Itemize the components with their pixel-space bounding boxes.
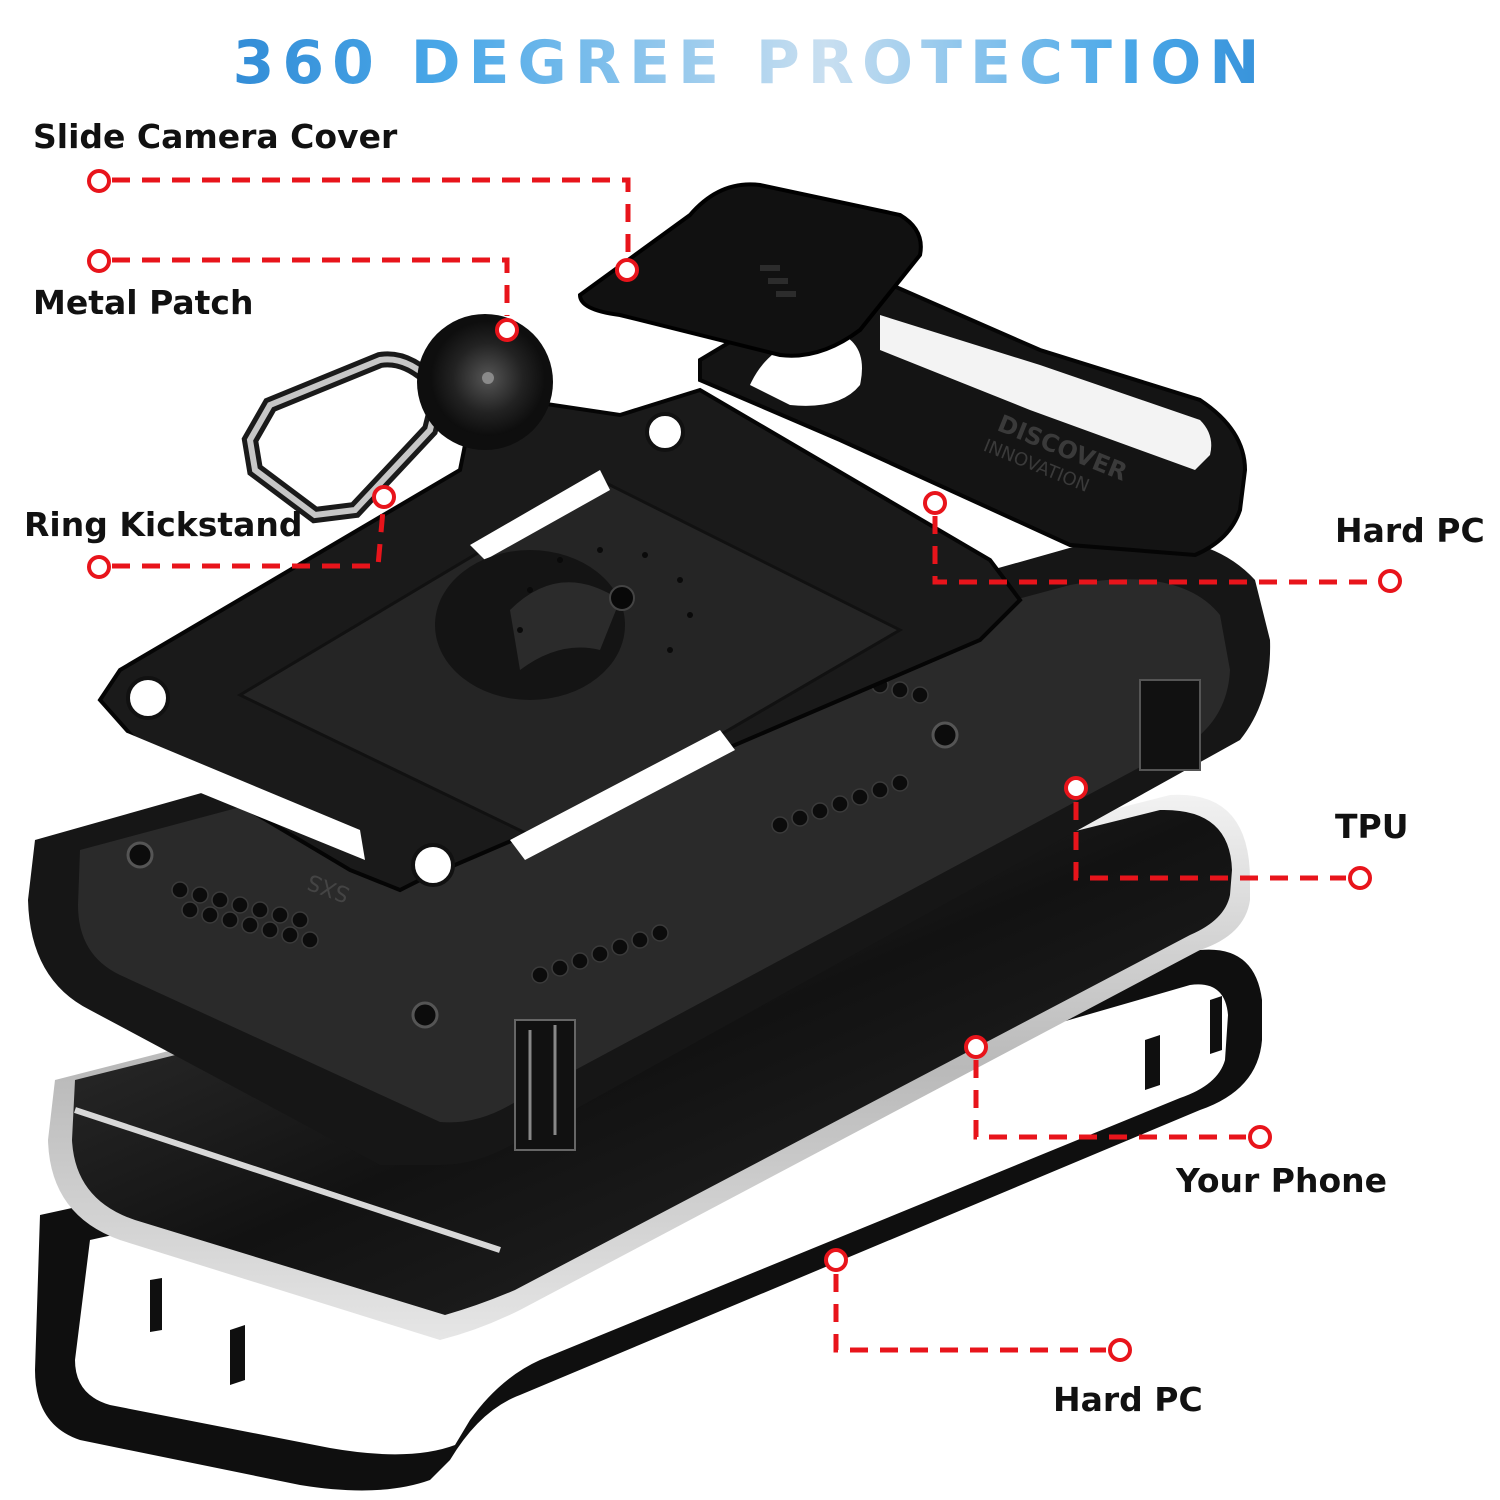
page-title: 360 DEGREE PROTECTION — [0, 28, 1500, 98]
label-hard-pc-top: Hard PC — [1335, 511, 1485, 550]
label-tpu: TPU — [1335, 807, 1409, 846]
callout-endpoints — [87, 169, 1402, 1362]
hard-pc-bracket — [97, 387, 1023, 893]
label-hard-pc-bottom: Hard PC — [1053, 1380, 1203, 1419]
callout-lines — [112, 177, 1376, 1353]
label-slide-camera-cover: Slide Camera Cover — [33, 117, 398, 156]
label-metal-patch: Metal Patch — [33, 283, 254, 322]
ring-kickstand — [241, 314, 553, 524]
camera-cover: DISCOVER INNOVATION — [577, 182, 1248, 558]
label-your-phone: Your Phone — [1176, 1161, 1388, 1200]
tpu-case: SXS — [28, 537, 1271, 1165]
label-ring-kickstand: Ring Kickstand — [24, 505, 303, 544]
